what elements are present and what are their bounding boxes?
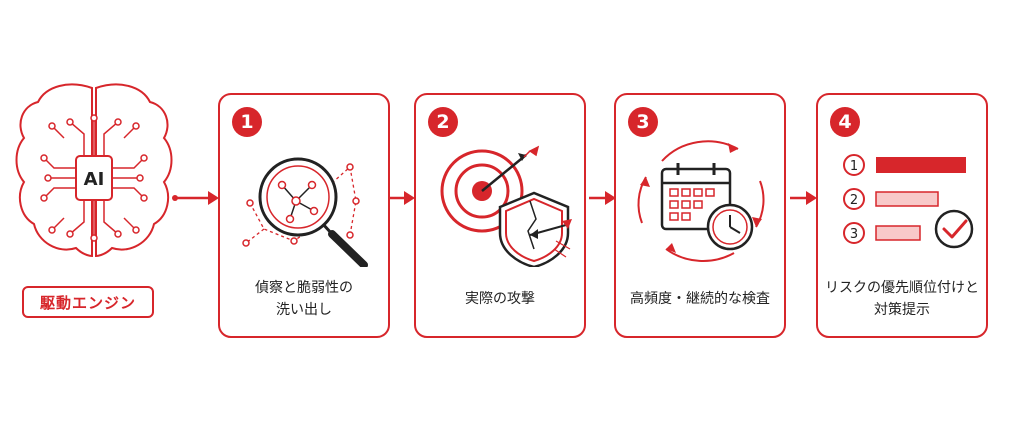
engine-label-text: 駆動エンジン <box>39 293 136 312</box>
ai-brain-icon: AI <box>15 83 173 258</box>
priority-number: 1 <box>850 159 858 174</box>
step-number-badge: 2 <box>428 107 458 137</box>
ai-chip-label: AI <box>84 169 105 190</box>
step-title: 実際の攻撃 <box>465 291 535 307</box>
arrow-right-icon <box>589 191 616 205</box>
step-card-prioritize: 4 1 2 3 リスクの優先順位付けと 対策提示 <box>816 93 988 338</box>
priority-number: 2 <box>850 193 858 208</box>
step-number-badge: 4 <box>830 107 860 137</box>
step-title: リスクの優先順位付けと 対策提示 <box>825 280 979 318</box>
priority-list-icon: 1 2 3 <box>843 154 974 249</box>
engine-label: 駆動エンジン <box>22 286 154 318</box>
step-title: 偵察と脆弱性の 洗い出し <box>255 280 353 318</box>
arrow-right-icon <box>390 191 415 205</box>
calendar-clock-cycle-icon <box>637 140 765 262</box>
step-card-attack: 2 実際の攻撃 <box>414 93 586 338</box>
step-number-badge: 3 <box>628 107 658 137</box>
arrow-right-icon <box>172 191 219 205</box>
step-title: 高頻度・継続的な検査 <box>630 291 770 307</box>
step-card-recon: 1 偵察と脆弱性の 洗い出し <box>218 93 390 338</box>
step-card-continuous-test: 3 高頻度・継続的な検査 <box>614 93 786 338</box>
priority-number: 3 <box>850 227 858 242</box>
magnifier-network-icon <box>242 157 368 267</box>
arrow-right-icon <box>790 191 817 205</box>
target-shield-icon <box>440 145 572 267</box>
step-number-badge: 1 <box>232 107 262 137</box>
